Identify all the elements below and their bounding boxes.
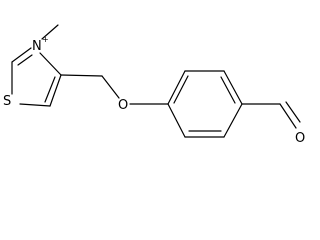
atom-sulfur: S: [3, 94, 11, 109]
bond-c2-n: [11, 47, 32, 63]
molecule-drawing: S N + O O: [3, 24, 305, 146]
bond-ring-3-inner: [220, 76, 236, 104]
bond-ch2-o: [101, 75, 120, 99]
bond-ring-1: [167, 70, 186, 105]
atom-ether-oxygen: O: [118, 98, 128, 113]
bond-ring-1-inner: [173, 75, 189, 104]
nitrogen-charge: +: [42, 35, 49, 44]
atom-nitrogen: N: [32, 39, 42, 54]
bond-c5-s: [19, 103, 51, 107]
bond-c-o-double-a: [279, 103, 297, 129]
bond-c2-n-inner: [17, 54, 33, 66]
bond-ring-6: [167, 103, 186, 138]
bond-c4-c5-inner: [44, 76, 56, 103]
bond-n-c4: [39, 52, 62, 76]
bond-n-methyl: [41, 24, 59, 40]
atom-aldehyde-oxygen: O: [295, 131, 305, 146]
bond-ring-4: [223, 103, 243, 138]
bond-c4-ch2: [60, 74, 103, 77]
bond-ring-3: [223, 70, 243, 105]
bond-c4-c5: [49, 74, 62, 107]
bond-c-o-double-b: [285, 101, 301, 123]
structure-diagram: S N + O O: [3, 24, 305, 146]
